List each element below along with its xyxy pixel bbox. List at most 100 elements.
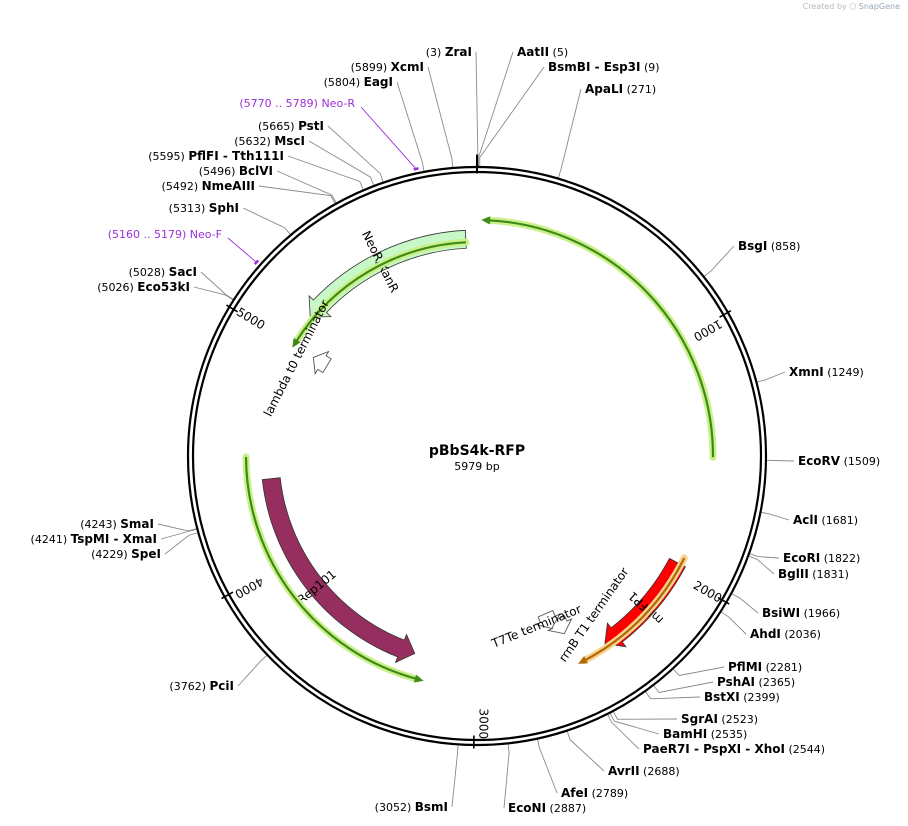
site-label-bsgi: BsgI (858)	[738, 239, 800, 253]
site-position: (2688)	[640, 765, 680, 778]
site-leader-psti	[327, 125, 384, 184]
site-label-xcmi: (5899) XcmI	[351, 60, 424, 74]
site-enzyme-name: Eco53kI	[137, 280, 190, 294]
site-enzyme-name: PshAI	[717, 675, 755, 689]
ruler-label-five-thousand: 5000	[234, 305, 267, 333]
site-leader-bamhi	[609, 711, 660, 735]
site-leader-ecorv	[765, 459, 795, 462]
site-position: (2281)	[762, 661, 802, 674]
feature-lambda-t0-terminator	[312, 350, 332, 376]
site-enzyme-name: NmeAIII	[202, 179, 255, 193]
plasmid-name: pBbS4k-RFP	[429, 443, 525, 459]
site-position: (3052)	[375, 801, 415, 814]
site-enzyme-name: AatII	[517, 45, 549, 59]
terminator-arrow-icon	[534, 610, 561, 629]
site-position: (2399)	[740, 691, 780, 704]
site-label-bclvi: (5496) BclVI	[199, 164, 273, 178]
site-leader-msci	[308, 140, 375, 187]
feature-arc-arrowhead-5	[413, 674, 424, 683]
site-label-sphi: (5313) SphI	[169, 201, 239, 215]
site-position: (5665)	[258, 120, 298, 133]
site-enzyme-name: SpeI	[131, 547, 161, 561]
ruler-label-one-thousand: 1000	[691, 317, 724, 344]
ruler-label-two-thousand: 2000	[691, 578, 724, 606]
site-enzyme-name: EagI	[364, 75, 393, 89]
site-position: (4241)	[31, 533, 71, 546]
site-label-ecorv: EcoRV (1509)	[798, 454, 880, 468]
site-leader-xmni	[755, 371, 786, 383]
primer-mark-neo-f	[253, 259, 260, 266]
ruler-tick-two-thousand	[717, 596, 730, 605]
site-leader-bsiwi	[730, 592, 759, 614]
plasmid-length: 5979 bp	[454, 460, 499, 473]
site-leader-zrai	[475, 51, 479, 168]
ruler-label-three-thousand: 3000	[476, 708, 490, 739]
site-leader-pcii	[237, 654, 269, 687]
site-position: (5492)	[162, 180, 202, 193]
site-position: (3)	[426, 46, 445, 59]
credit-prefix: Created by	[802, 2, 847, 11]
site-position: (2036)	[781, 628, 821, 641]
site-label-bsmbi-esp3i: BsmBI - Esp3I (9)	[548, 60, 660, 74]
site-enzyme-name: EcoRV	[798, 454, 841, 468]
primer-name: Neo-R	[321, 97, 355, 110]
site-label-afei: AfeI (2789)	[561, 786, 628, 800]
ruler-label-four-thousand: 4000	[233, 574, 266, 601]
ruler-tick-five-thousand	[226, 304, 238, 313]
feature-arc-arrowhead-0	[481, 216, 491, 225]
primer-label-neo-r: (5770 .. 5789) Neo-R	[239, 97, 355, 110]
site-position: (5632)	[234, 135, 274, 148]
primer-name: Neo-F	[190, 228, 222, 241]
site-label-psti: (5665) PstI	[258, 119, 324, 133]
site-enzyme-name: ApaLI	[585, 82, 623, 96]
site-label-bstxi: BstXI (2399)	[704, 690, 780, 704]
site-enzyme-name: AvrII	[608, 764, 640, 778]
site-label-smai: (4243) SmaI	[80, 517, 154, 531]
feature-arc-2	[295, 241, 467, 343]
site-enzyme-name: PstI	[298, 119, 324, 133]
site-label-zrai: (3) ZraI	[426, 45, 472, 59]
site-position: (5899)	[351, 61, 391, 74]
site-position: (271)	[623, 83, 656, 96]
feature-rep101	[261, 477, 416, 664]
site-position: (1831)	[809, 568, 849, 581]
primer-leader-neo-f	[227, 237, 257, 263]
site-label-acli: AclI (1681)	[793, 513, 858, 527]
feature-mrfp1	[604, 557, 686, 648]
feature-arc-5	[244, 456, 418, 681]
site-position: (5595)	[148, 150, 188, 163]
feature-arc-arrowhead-7	[578, 656, 588, 664]
site-enzyme-name: PflMI	[728, 660, 762, 674]
site-label-msci: (5632) MscI	[234, 134, 305, 148]
site-position: (2789)	[588, 787, 628, 800]
site-label-spei: (4229) SpeI	[91, 547, 161, 561]
site-position: (1249)	[824, 366, 864, 379]
site-leader-sgrai	[612, 710, 678, 720]
feature-arc-0	[488, 219, 715, 458]
site-leader-acli	[759, 511, 790, 521]
site-label-eagi: (5804) EagI	[324, 75, 393, 89]
site-position: (1966)	[800, 607, 840, 620]
site-label-bsiwi: BsiWI (1966)	[762, 606, 840, 620]
site-enzyme-name: BamHI	[663, 727, 707, 741]
site-label-paer7i-pspxi-xhoi: PaeR7I - PspXI - XhoI (2544)	[643, 742, 825, 756]
primer-mark-neo-r	[413, 167, 419, 171]
site-enzyme-name: PaeR7I - PspXI - XhoI	[643, 742, 785, 756]
site-leader-paer7i-pspxi-xhoi	[606, 713, 640, 750]
site-enzyme-name: SphI	[209, 201, 239, 215]
site-position: (9)	[640, 61, 659, 74]
site-position: (858)	[767, 240, 800, 253]
site-enzyme-name: TspMI - XmaI	[71, 532, 157, 546]
site-enzyme-name: AhdI	[750, 627, 781, 641]
site-leader-afei	[536, 738, 558, 794]
site-enzyme-name: BstXI	[704, 690, 740, 704]
site-enzyme-name: SgrAI	[681, 712, 718, 726]
site-position: (2535)	[707, 728, 747, 741]
site-position: (4229)	[91, 548, 131, 561]
site-position: (5026)	[97, 281, 137, 294]
site-leader-smai	[157, 523, 198, 532]
site-position: (5313)	[169, 202, 209, 215]
site-label-nmeaiii: (5492) NmeAIII	[162, 179, 255, 193]
site-position: (1681)	[818, 514, 858, 527]
